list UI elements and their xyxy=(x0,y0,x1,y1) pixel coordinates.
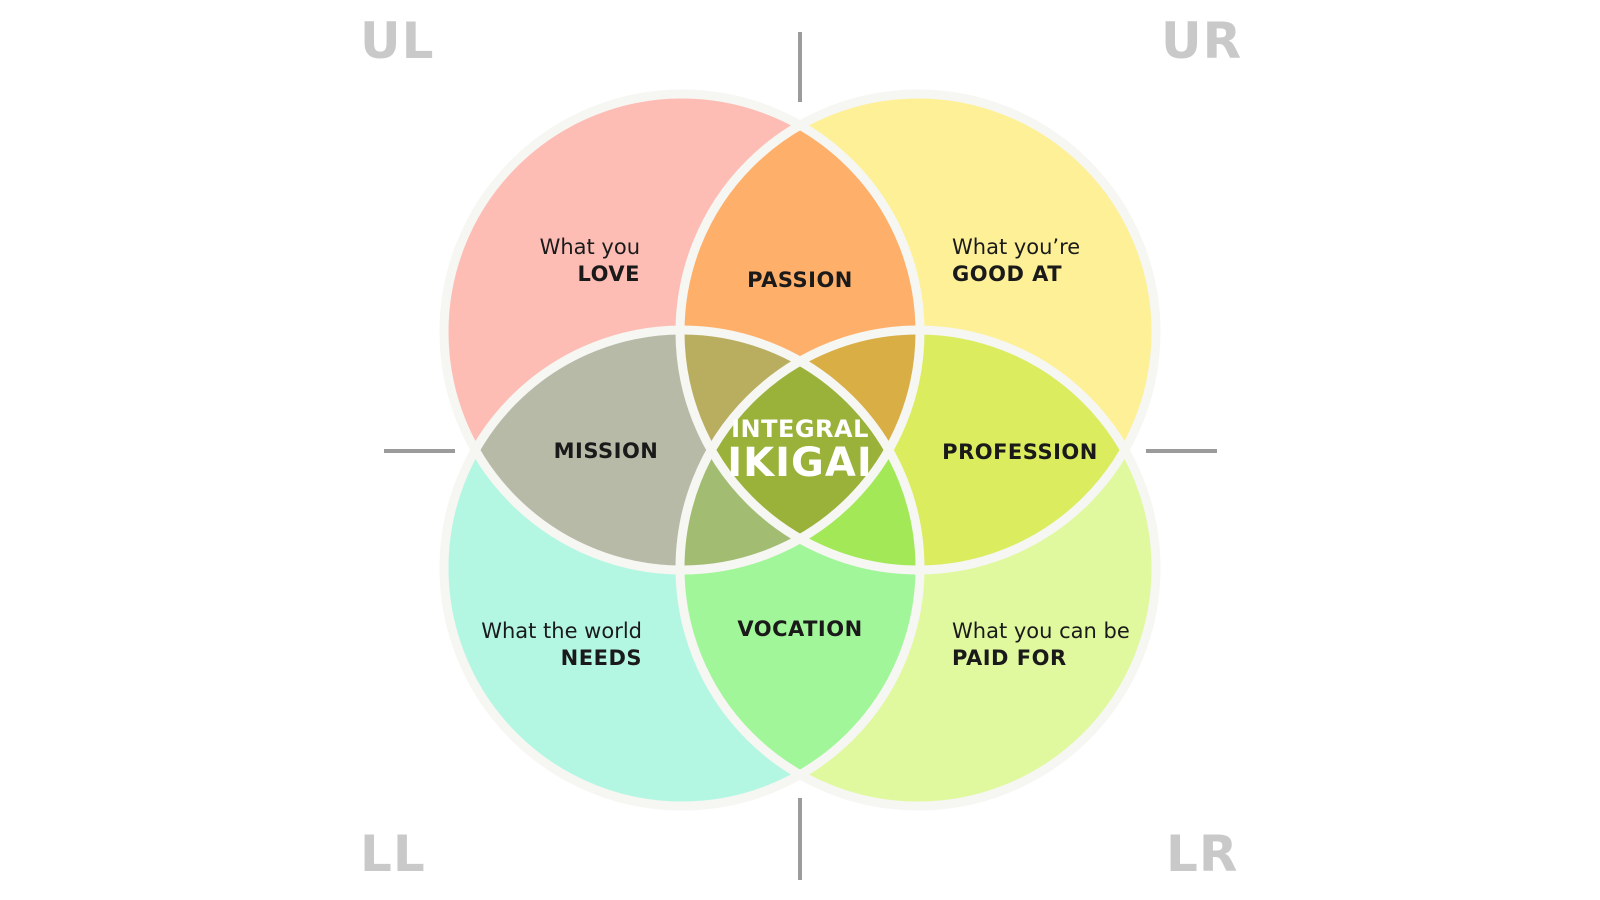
good-at-line2: GOOD AT xyxy=(952,262,1063,286)
quadrant-label-lr: LR xyxy=(1166,825,1239,883)
overlap-label-passion: PASSION xyxy=(747,268,853,292)
love-line1: What you xyxy=(539,235,640,259)
overlap-label-vocation: VOCATION xyxy=(737,617,863,641)
center-line1: INTEGRAL xyxy=(731,415,869,443)
quadrant-label-ul: UL xyxy=(360,12,435,70)
overlap-label-mission: MISSION xyxy=(553,439,659,463)
good-at-line1: What you’re xyxy=(952,235,1081,259)
paid-for-line1: What you can be xyxy=(952,619,1130,643)
outline-needs xyxy=(439,325,925,811)
circle-outlines xyxy=(439,89,1161,811)
circle-label-paid-for: What you can be PAID FOR xyxy=(952,618,1130,672)
center-label: INTEGRAL IKIGAI xyxy=(727,416,872,484)
overlap-label-profession: PROFESSION xyxy=(942,440,1098,464)
quadrant-axes xyxy=(384,32,1217,880)
center-line2: IKIGAI xyxy=(727,440,873,486)
circle-label-needs: What the world NEEDS xyxy=(481,618,642,672)
outline-paid-for xyxy=(675,325,1161,811)
paid-for-line2: PAID FOR xyxy=(952,646,1067,670)
love-line2: LOVE xyxy=(577,262,640,286)
quadrant-label-ur: UR xyxy=(1161,12,1243,70)
needs-line2: NEEDS xyxy=(560,646,642,670)
needs-line1: What the world xyxy=(481,619,642,643)
circle-label-love: What you LOVE xyxy=(540,234,640,288)
quadrant-label-ll: LL xyxy=(360,825,426,883)
circle-label-good-at: What you’re GOOD AT xyxy=(952,234,1080,288)
